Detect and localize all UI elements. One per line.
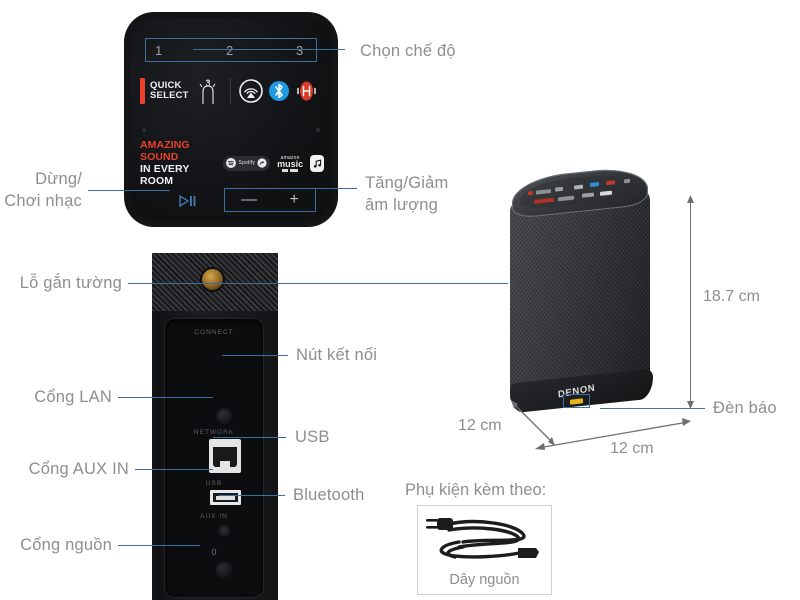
leader-bluetooth bbox=[219, 495, 285, 497]
wall-mount-hole bbox=[202, 269, 223, 290]
label-usb: USB bbox=[295, 428, 330, 446]
amazon-music-icon: amazon music bbox=[277, 155, 303, 172]
accessories-title: Phụ kiện kèm theo: bbox=[405, 481, 547, 499]
preset-number-2: 2 bbox=[226, 43, 234, 58]
dimension-height-label: 18.7 cm bbox=[703, 288, 760, 305]
hand-press-icon: 3 bbox=[193, 76, 223, 106]
screw-left bbox=[142, 128, 146, 132]
height-dimension-arrows bbox=[687, 195, 694, 409]
speaker-top-controls bbox=[520, 170, 640, 211]
panel-divider bbox=[229, 78, 231, 104]
usb-port[interactable] bbox=[210, 490, 241, 505]
label-connect-button: Nút kết nối bbox=[296, 346, 378, 364]
label-wall-mount: Lỗ gắn tường bbox=[19, 274, 122, 292]
label-volume: Tăng/Giảm âm lượng bbox=[365, 174, 449, 214]
leader-power bbox=[118, 545, 200, 547]
network-caption: NETWORK bbox=[193, 429, 235, 436]
bluetooth-caption: 0 bbox=[211, 547, 217, 557]
volume-plus-icon[interactable]: + bbox=[289, 191, 299, 208]
volume-minus-icon[interactable]: — bbox=[241, 191, 258, 208]
connect-button[interactable] bbox=[216, 408, 233, 425]
power-cable-icon bbox=[426, 518, 539, 559]
leader-indicator bbox=[600, 408, 705, 410]
aux-caption: AUX IN bbox=[200, 513, 228, 520]
depth-dimension-arrow bbox=[511, 400, 555, 446]
volume-highlight-box[interactable]: — + bbox=[224, 188, 316, 212]
leader-aux bbox=[135, 469, 213, 471]
rear-panel: CONNECT NETWORK USB AUX IN 0 bbox=[152, 253, 278, 600]
airplay-icon bbox=[238, 78, 264, 104]
press-count-badge: 3 bbox=[205, 78, 210, 88]
red-bar-icon bbox=[140, 78, 145, 104]
leader-play-pause bbox=[88, 190, 170, 192]
width-dimension-arrow bbox=[535, 418, 691, 450]
label-bluetooth: Bluetooth bbox=[293, 486, 365, 504]
connect-caption: CONNECT bbox=[194, 329, 234, 336]
source-icon-row: QUICK SELECT 3 bbox=[140, 74, 322, 108]
service-badge-row: AMAZING SOUND IN EVERY ROOM Spotify bbox=[140, 139, 324, 187]
preset-number-1: 1 bbox=[155, 43, 163, 58]
lan-port[interactable] bbox=[209, 439, 241, 473]
dimension-depth-label: 12 cm bbox=[458, 417, 502, 434]
leader-lan bbox=[118, 397, 213, 399]
panel-surface bbox=[130, 18, 332, 221]
tagline: AMAZING SOUND IN EVERY ROOM bbox=[140, 139, 190, 187]
spotify-label: Spotify bbox=[238, 160, 256, 166]
top-control-panel: 1 2 3 QUICK SELECT 3 bbox=[124, 12, 338, 227]
usb-caption: USB bbox=[205, 480, 223, 487]
preset-number-3: 3 bbox=[296, 43, 304, 58]
accessory-item-label: Dây nguồn bbox=[449, 572, 520, 588]
label-lan: Cổng LAN bbox=[34, 388, 112, 406]
leader-usb bbox=[213, 437, 286, 439]
leader-connect-button bbox=[222, 355, 288, 357]
dimension-width-label: 12 cm bbox=[610, 440, 654, 457]
bluetooth-icon bbox=[267, 79, 291, 103]
bluetooth-button[interactable] bbox=[216, 562, 232, 578]
aux-in-jack[interactable] bbox=[217, 524, 232, 539]
leader-volume bbox=[292, 188, 357, 190]
port-recess: CONNECT NETWORK USB AUX IN 0 bbox=[165, 319, 263, 597]
label-play-pause: Dừng/ Chơi nhạc bbox=[4, 170, 82, 210]
spotify-icon: Spotify bbox=[223, 155, 271, 171]
label-indicator: Đèn báo bbox=[713, 399, 777, 417]
height-dimension-line bbox=[690, 200, 692, 405]
label-power: Cổng nguồn bbox=[20, 536, 112, 554]
leader-wall-mount bbox=[128, 283, 508, 285]
speaker-3d-view: DENON bbox=[500, 164, 680, 418]
label-mode-select: Chọn chế độ bbox=[360, 42, 456, 60]
quick-select-label: QUICK SELECT bbox=[150, 79, 189, 101]
apple-music-icon bbox=[310, 154, 324, 172]
indicator-highlight-box bbox=[563, 394, 590, 408]
label-aux: Cổng AUX IN bbox=[28, 460, 129, 478]
amazon-underline bbox=[282, 168, 299, 172]
aux-audio-icon bbox=[294, 78, 320, 104]
leader-mode-select bbox=[193, 49, 345, 51]
play-pause-icon[interactable] bbox=[178, 194, 198, 211]
screw-right bbox=[316, 128, 320, 132]
accessory-item-card: Dây nguồn bbox=[417, 505, 552, 595]
